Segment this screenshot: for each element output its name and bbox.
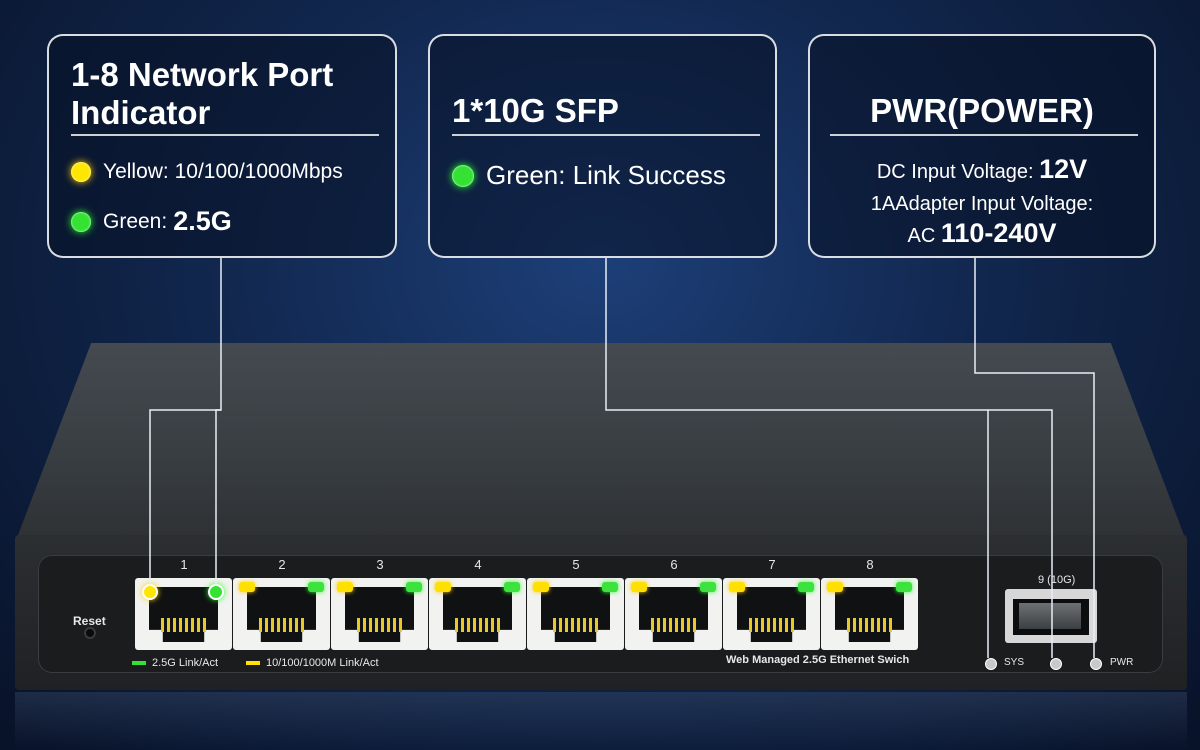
- port-jack: [345, 587, 414, 642]
- yellow-link-legend-text: 10/100/1000M Link/Act: [266, 657, 379, 669]
- port-number-5: 5: [572, 557, 580, 572]
- switch-top-casing: [15, 343, 1187, 543]
- green-legend-value: 2.5G: [173, 206, 232, 236]
- reset-button[interactable]: [84, 627, 96, 639]
- port-pins: [651, 618, 696, 632]
- port-number-6: 6: [670, 557, 678, 572]
- dc-voltage-value: 12V: [1039, 154, 1088, 184]
- port-jack: [639, 587, 708, 642]
- port-pins: [259, 618, 304, 632]
- dc-voltage-label: DC Input Voltage:: [876, 161, 1040, 183]
- port-number-8: 8: [866, 557, 874, 572]
- power-title: PWR(POWER): [870, 92, 1094, 129]
- yellow-legend-label: Yellow: 10/100/1000Mbps: [103, 160, 343, 183]
- adapter-voltage-label: 1AAdapter Input Voltage:: [870, 193, 1094, 215]
- green-port-led: [602, 582, 618, 592]
- green-port-led: [504, 582, 520, 592]
- port-indicator-title: 1-8 Network Port Indicator: [71, 56, 333, 132]
- port-jack: [247, 587, 316, 642]
- port-jack: [149, 587, 218, 642]
- ethernet-port-5[interactable]: [527, 578, 624, 650]
- ethernet-port-8[interactable]: [821, 578, 918, 650]
- yellow-legend-row: Yellow: 10/100/1000Mbps: [71, 160, 343, 184]
- sfp-legend-label: Green: Link Success: [486, 160, 726, 190]
- dc-voltage-line: DC Input Voltage: 12V: [810, 154, 1154, 185]
- ethernet-port-6[interactable]: [625, 578, 722, 650]
- green-legend-row: Green: 2.5G: [71, 206, 232, 237]
- port-number-7: 7: [768, 557, 776, 572]
- ethernet-port-2[interactable]: [233, 578, 330, 650]
- power-callout: PWR(POWER) DC Input Voltage: 12V 1AAdapt…: [808, 34, 1156, 258]
- sfp-port-label: 9 (10G): [1038, 574, 1076, 586]
- device-reflection: [15, 692, 1187, 750]
- port-indicator-divider: [71, 134, 379, 136]
- port-jack: [443, 587, 512, 642]
- sfp-port[interactable]: [1005, 589, 1097, 643]
- yellow-bar-icon: [246, 661, 260, 666]
- yellow-port-led: [729, 582, 745, 592]
- pwr-label: PWR: [1110, 657, 1134, 668]
- port-jack: [835, 587, 904, 642]
- port-number-2: 2: [278, 557, 286, 572]
- sys-label: SYS: [1004, 657, 1025, 668]
- green-led-icon: [452, 164, 474, 187]
- port-indicator-title-line2: Indicator: [71, 94, 211, 131]
- green-port-led: [798, 582, 814, 592]
- power-divider: [830, 134, 1138, 136]
- green-link-legend-text: 2.5G Link/Act: [152, 657, 219, 669]
- ethernet-port-4[interactable]: [429, 578, 526, 650]
- port-pins: [161, 618, 206, 632]
- sfp-divider: [452, 134, 760, 136]
- green-port-led: [700, 582, 716, 592]
- port-jack: [541, 587, 610, 642]
- sfp-callout: 1*10G SFP Green: Link Success: [428, 34, 777, 258]
- sfp-title: 1*10G SFP: [452, 92, 619, 129]
- port-pins: [749, 618, 794, 632]
- port-pins: [357, 618, 402, 632]
- ac-voltage-label: AC: [907, 225, 941, 247]
- port-indicator-callout: 1-8 Network Port Indicator Yellow: 10/10…: [47, 34, 397, 258]
- sfp-module: [1019, 603, 1081, 629]
- green-port-led: [406, 582, 422, 592]
- reset-label: Reset: [73, 614, 106, 628]
- ac-voltage-line: AC 110-240V: [810, 218, 1154, 249]
- green-port-led: [896, 582, 912, 592]
- port-indicator-title-line1: 1-8 Network Port: [71, 56, 334, 93]
- yellow-port-led: [533, 582, 549, 592]
- port-1-yellow-led: [142, 584, 158, 600]
- port-number-1: 1: [180, 557, 188, 572]
- yellow-port-led: [827, 582, 843, 592]
- port-number-3: 3: [376, 557, 384, 572]
- model-text: Web Managed 2.5G Ethernet Swich: [726, 654, 910, 666]
- sfp-link-led: [1050, 658, 1062, 670]
- yellow-led-icon: [71, 162, 91, 182]
- green-link-legend: 2.5G Link/Act: [132, 657, 218, 669]
- sys-led: [985, 658, 997, 670]
- port-jack: [737, 587, 806, 642]
- green-port-led: [308, 582, 324, 592]
- pwr-led: [1090, 658, 1102, 670]
- port-number-4: 4: [474, 557, 482, 572]
- yellow-port-led: [337, 582, 353, 592]
- green-legend-label: Green:: [103, 209, 168, 233]
- yellow-port-led: [239, 582, 255, 592]
- green-led-icon: [71, 211, 91, 232]
- green-bar-icon: [132, 661, 146, 666]
- yellow-link-legend: 10/100/1000M Link/Act: [246, 657, 379, 669]
- port-1-green-led: [208, 584, 224, 600]
- port-pins: [553, 618, 598, 632]
- yellow-port-led: [435, 582, 451, 592]
- ethernet-port-3[interactable]: [331, 578, 428, 650]
- port-pins: [455, 618, 500, 632]
- yellow-port-led: [631, 582, 647, 592]
- sfp-legend-row: Green: Link Success: [452, 160, 726, 191]
- port-pins: [847, 618, 892, 632]
- ethernet-port-7[interactable]: [723, 578, 820, 650]
- ac-voltage-value: 110-240V: [940, 218, 1057, 248]
